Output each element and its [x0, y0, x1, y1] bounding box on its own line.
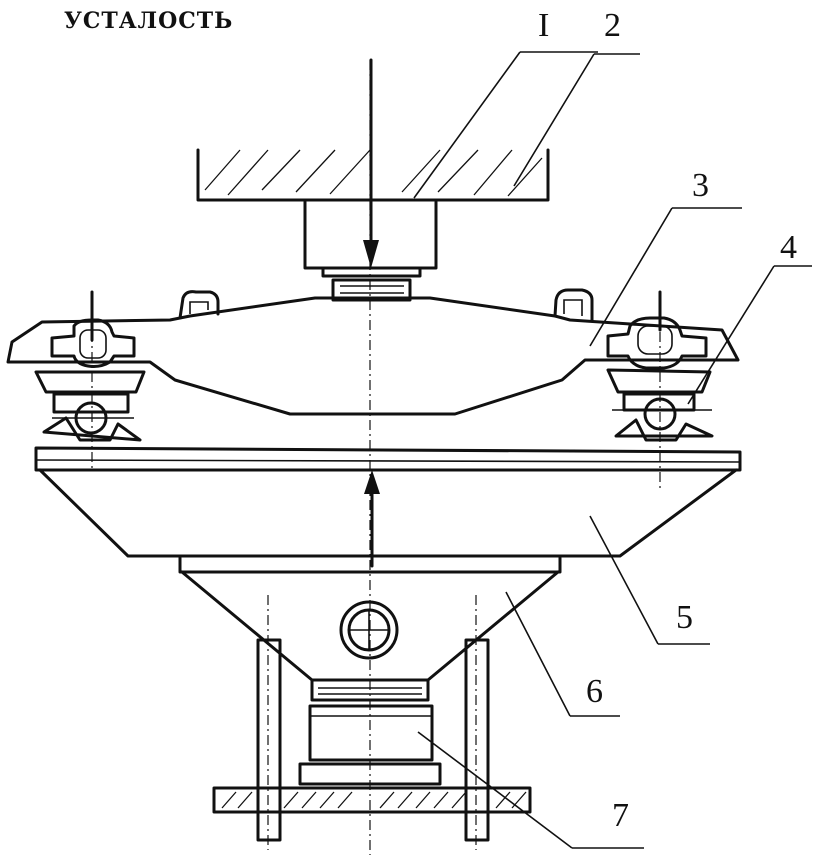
svg-text:5: 5 [676, 599, 693, 636]
label-7: 7 [417, 731, 644, 849]
frame-columns [256, 595, 490, 850]
label-6: 6 [505, 591, 620, 717]
label-4: 4 [687, 229, 812, 405]
svg-text:3: 3 [692, 167, 709, 204]
svg-text:4: 4 [780, 229, 797, 266]
top-beam [196, 148, 550, 202]
bolster-beam [34, 446, 742, 558]
right-spring-set [606, 290, 714, 490]
down-force-arrow [363, 58, 379, 268]
svg-text:I: I [538, 7, 549, 44]
hydraulic-jack [298, 678, 442, 786]
svg-text:2: 2 [604, 7, 621, 44]
label-3: 3 [589, 167, 742, 347]
label-5: 5 [589, 515, 710, 645]
diagram-title: УСТАЛОСТЬ [64, 8, 233, 34]
support-hopper [178, 556, 562, 682]
svg-text:7: 7 [612, 797, 629, 834]
side-frame [6, 288, 740, 416]
label-2: 2 [513, 7, 640, 187]
label-1: I [413, 7, 598, 199]
svg-text:6: 6 [586, 673, 603, 710]
ground-foundation [212, 786, 532, 814]
left-spring-set [34, 290, 146, 470]
up-force-arrow [364, 470, 380, 568]
